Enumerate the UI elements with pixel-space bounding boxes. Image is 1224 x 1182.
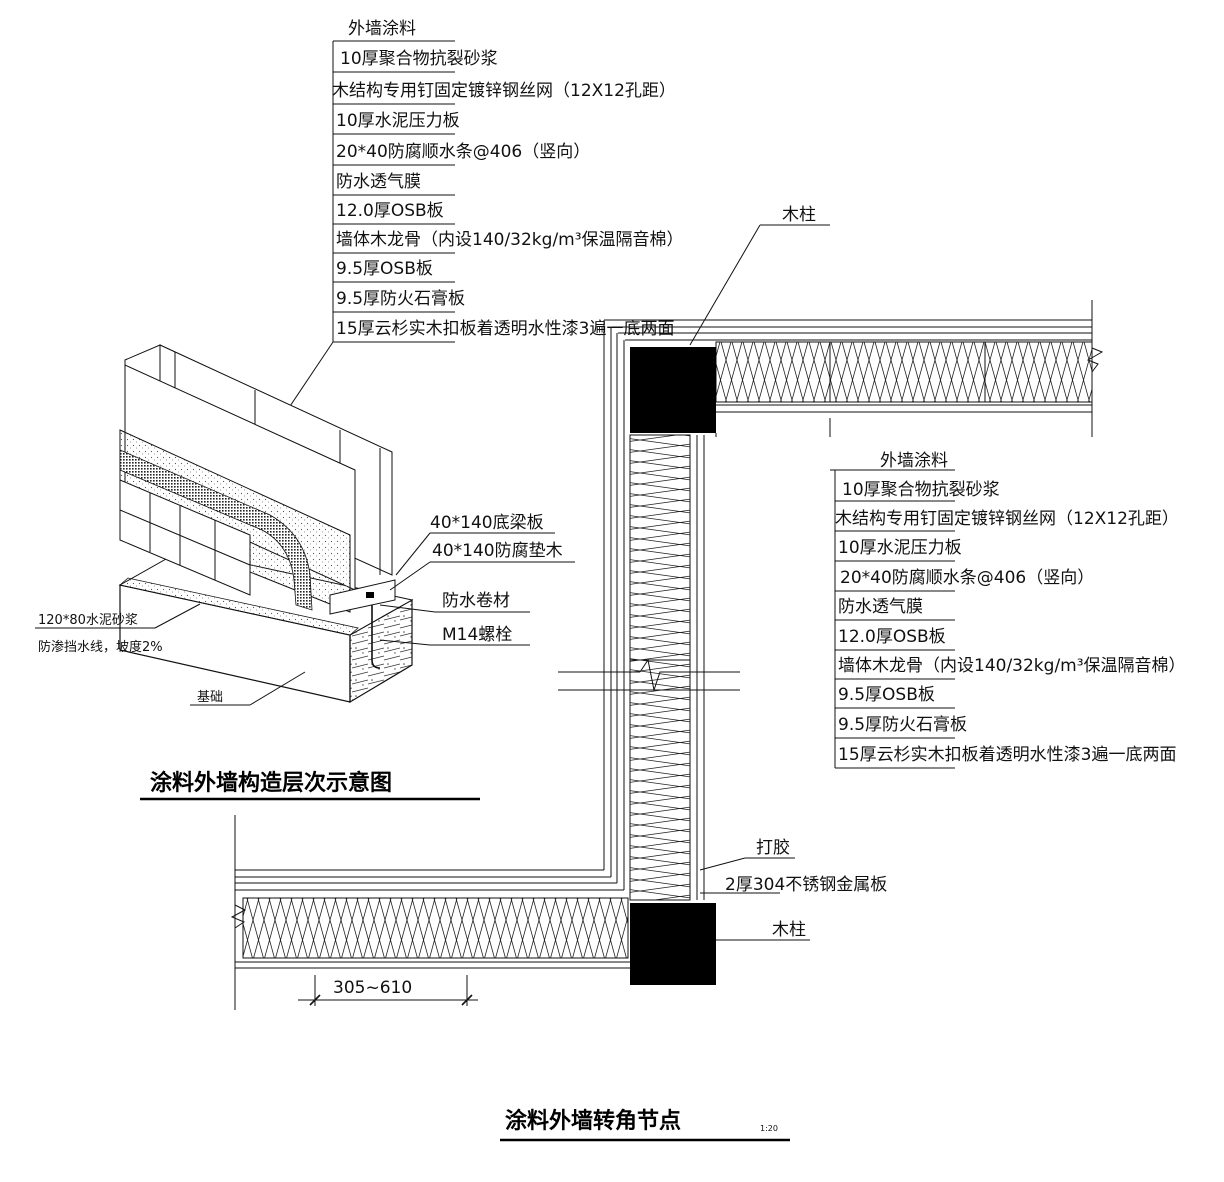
insulation-side-wall (629, 434, 691, 901)
waterproof-roll-label: 防水卷材 (442, 591, 510, 611)
plan-title: 涂料外墙转角节点 (505, 1108, 681, 1134)
sealant-label: 打胶 (756, 838, 790, 858)
right-layer-label: 10厚水泥压力板 (838, 538, 962, 558)
left-layer-label: 15厚云杉实木扣板着透明水性漆3遍一底两面 (336, 319, 674, 339)
mortar-strip (119, 577, 359, 636)
right-layer-label: 9.5厚防火石膏板 (838, 714, 967, 735)
sill-plate-label: 40*140底梁板 (430, 513, 544, 533)
insulation-bottom-wall (242, 897, 629, 959)
treated-pad-label: 40*140防腐垫木 (432, 541, 563, 561)
left-layer-label: 木结构专用钉固定镀锌钢丝网（12X12孔距） (332, 81, 676, 101)
iso-wall-diagram (35, 344, 575, 706)
timber-post-bottom (630, 903, 716, 985)
iso-title: 涂料外墙构造层次示意图 (150, 770, 392, 796)
plan-labels: 木柱 打胶 2厚304不锈钢金属板 木柱 305~610 (333, 205, 887, 998)
left-layer-label: 10厚水泥压力板 (336, 111, 460, 131)
right-layer-label: 墙体木龙骨（内设140/32kg/m³保温隔音棉） (838, 656, 1186, 676)
right-layer-label: 外墙涂料 (880, 451, 948, 471)
left-layer-label: 防水透气膜 (336, 172, 421, 192)
bolt-label: M14螺栓 (442, 625, 512, 645)
anchor-bolt (371, 598, 381, 669)
left-layer-labels: 外墙涂料 10厚聚合物抗裂砂浆 木结构专用钉固定镀锌钢丝网（12X12孔距） 1… (159, 19, 684, 601)
left-layer-label: 20*40防腐顺水条@406（竖向） (336, 142, 590, 162)
left-layer-label: 12.0厚OSB板 (336, 201, 444, 221)
iso-labels: 40*140底梁板 40*140防腐垫木 防水卷材 M14螺栓 120*80水泥… (38, 513, 563, 705)
mortar-label-2: 防渗挡水线，坡度2% (38, 639, 163, 655)
foundation-label: 基础 (197, 690, 223, 705)
post-top-label: 木柱 (782, 205, 816, 225)
wire-mesh (119, 449, 313, 611)
plan-scale: 1:20 (760, 1124, 778, 1133)
insulation-top-wall (715, 341, 1093, 403)
left-layer-label: 9.5厚OSB板 (336, 259, 433, 279)
corner-plan (230, 224, 1104, 1010)
right-layer-label: 15厚云杉实木扣板着透明水性漆3遍一底两面 (838, 745, 1176, 765)
right-layer-label: 20*40防腐顺水条@406（竖向） (840, 568, 1094, 588)
mortar-label-1: 120*80水泥砂浆 (38, 613, 138, 628)
right-layer-label: 防水透气膜 (838, 597, 923, 617)
metal-plate-label: 2厚304不锈钢金属板 (725, 875, 887, 895)
right-layer-labels: 外墙涂料 10厚聚合物抗裂砂浆 木结构专用钉固定镀锌钢丝网（12X12孔距） 1… (835, 451, 1186, 769)
left-layer-label: 10厚聚合物抗裂砂浆 (340, 49, 498, 69)
left-layer-label: 墙体木龙骨（内设140/32kg/m³保温隔音棉） (336, 230, 684, 250)
right-layer-label: 木结构专用钉固定镀锌钢丝网（12X12孔距） (835, 509, 1179, 529)
dimension-label: 305~610 (333, 978, 412, 998)
right-layer-label: 12.0厚OSB板 (838, 627, 946, 647)
left-layer-label: 外墙涂料 (348, 19, 416, 39)
timber-post-top (630, 347, 716, 433)
post-bottom-label: 木柱 (772, 920, 806, 940)
right-layer-label: 10厚聚合物抗裂砂浆 (842, 480, 1000, 500)
left-layer-label: 9.5厚防火石膏板 (336, 288, 465, 309)
right-layer-label: 9.5厚OSB板 (838, 685, 935, 705)
